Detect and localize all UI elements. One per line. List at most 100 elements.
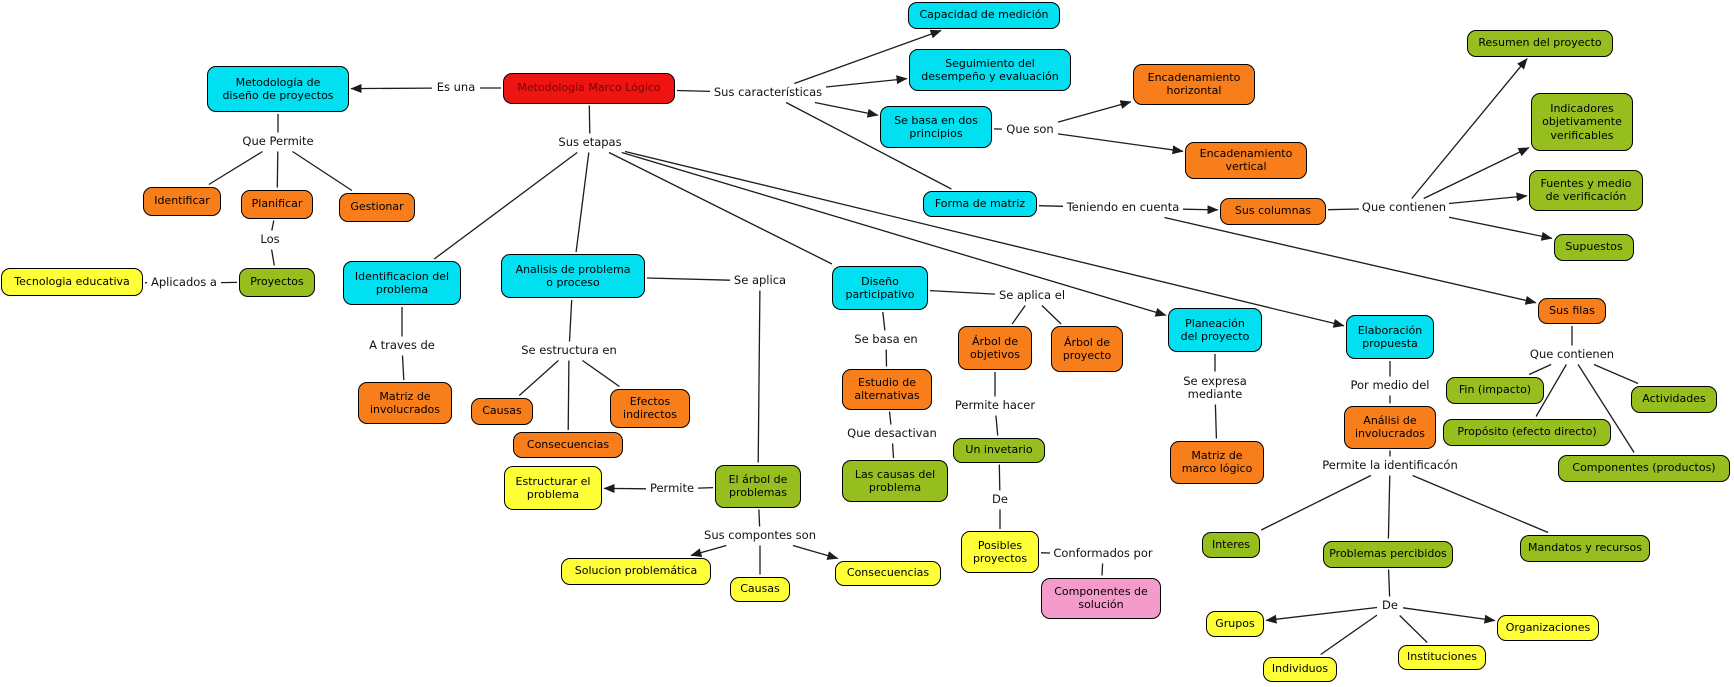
concept-organizaciones[interactable]: Organizaciones — [1497, 615, 1599, 641]
concept-resumen-proyecto[interactable]: Resumen del proyecto — [1467, 29, 1613, 57]
link-sus-caracteristicas[interactable]: Sus características — [712, 86, 824, 101]
concept-capacidad-medicion[interactable]: Capacidad de medición — [908, 1, 1060, 29]
concept-sus-columnas[interactable]: Sus columnas — [1220, 197, 1326, 225]
node-label: Forma de matriz — [934, 197, 1026, 211]
concept-forma-de-matriz[interactable]: Forma de matriz — [923, 191, 1037, 217]
link-que-son[interactable]: Que son — [1004, 123, 1056, 138]
concept-consecuencias-2[interactable]: Consecuencias — [835, 560, 941, 586]
concept-sus-filas[interactable]: Sus filas — [1538, 298, 1606, 324]
concept-interes[interactable]: Interes — [1202, 532, 1260, 558]
concept-un-invetario[interactable]: Un invetario — [953, 437, 1045, 463]
edge-forma-de-matriz-to-teniendo-en-cuenta — [1038, 205, 1064, 207]
concept-fin-impacto[interactable]: Fin (impacto) — [1446, 376, 1544, 404]
link-de-1[interactable]: De — [989, 493, 1011, 508]
link-de-2[interactable]: De — [1379, 599, 1401, 614]
concept-tecnologia-educativa[interactable]: Tecnologia educativa — [1, 268, 143, 296]
node-label: Propósito (efecto directo) — [1457, 425, 1597, 439]
concept-individuos[interactable]: Individuos — [1263, 656, 1337, 682]
concept-metodologia-marco[interactable]: Metodología Marco Lógico — [503, 72, 675, 104]
node-label: Sus columnas — [1234, 204, 1312, 218]
edge-sus-etapas-to-elaboracion-propuesta — [624, 150, 1345, 328]
concept-consecuencias-1[interactable]: Consecuencias — [513, 432, 623, 458]
concept-solucion-problematica[interactable]: Solucion problemática — [561, 557, 711, 585]
link-a-traves-de[interactable]: A traves de — [367, 339, 437, 354]
edge-sus-caracteristicas-to-se-basa-dos-principios — [814, 101, 879, 118]
link-conformados-por[interactable]: Conformados por — [1052, 547, 1154, 562]
concept-gestionar[interactable]: Gestionar — [339, 192, 415, 222]
edge-de-2-to-grupos — [1265, 606, 1378, 624]
node-label: Conformados por — [1053, 546, 1153, 561]
node-label: Capacidad de medición — [919, 8, 1049, 22]
concept-proyectos[interactable]: Proyectos — [239, 267, 315, 297]
link-se-aplica-el[interactable]: Se aplica el — [997, 289, 1067, 304]
link-es-una[interactable]: Es una — [434, 81, 478, 96]
link-teniendo-en-cuenta[interactable]: Teniendo en cuenta — [1065, 201, 1181, 216]
link-que-contienen-1[interactable]: Que contienen — [1361, 201, 1447, 216]
link-que-desactivan[interactable]: Que desactivan — [846, 427, 938, 442]
edge-se-expresa-mediante-to-matriz-marco-logico — [1214, 404, 1218, 439]
concept-identificar[interactable]: Identificar — [143, 186, 221, 216]
link-que-permite[interactable]: Que Permite — [240, 135, 316, 150]
edge-que-permite-to-planificar — [276, 151, 279, 188]
link-sus-etapas[interactable]: Sus etapas — [557, 136, 623, 151]
link-permite[interactable]: Permite — [648, 482, 696, 497]
link-permite-hacer[interactable]: Permite hacer — [953, 399, 1037, 414]
node-label: Instituciones — [1407, 650, 1477, 664]
link-se-basa-en[interactable]: Se basa en — [853, 333, 919, 348]
concept-supuestos[interactable]: Supuestos — [1554, 233, 1634, 261]
node-label: Que contienen — [1529, 347, 1615, 362]
edge-sus-etapas-to-planeacion-proyecto — [621, 151, 1167, 317]
concept-planificar[interactable]: Planificar — [241, 189, 313, 219]
concept-actividades[interactable]: Actividades — [1631, 385, 1717, 413]
node-label: Individuos — [1271, 662, 1329, 676]
concept-causas-1[interactable]: Causas — [471, 397, 533, 425]
node-label: De — [1382, 598, 1398, 613]
node-label: Se aplica el — [998, 288, 1066, 303]
concept-proposito-efecto[interactable]: Propósito (efecto directo) — [1443, 418, 1611, 446]
concept-componentes-productos[interactable]: Componentes (productos) — [1558, 454, 1730, 482]
edge-permite-identificacion-to-problemas-percibidos — [1387, 475, 1391, 539]
link-permite-identificacion[interactable]: Permite la identificacón — [1320, 459, 1460, 474]
link-se-aplica[interactable]: Se aplica — [732, 274, 788, 289]
concept-grupos[interactable]: Grupos — [1206, 611, 1264, 637]
link-que-contienen-2[interactable]: Que contienen — [1529, 348, 1615, 363]
concept-causas-2[interactable]: Causas — [730, 576, 790, 602]
link-por-medio-del[interactable]: Por medio del — [1349, 379, 1431, 394]
link-se-estructura-en[interactable]: Se estructura en — [519, 344, 619, 359]
link-sus-compontes-son[interactable]: Sus compontes son — [704, 529, 816, 544]
concept-instituciones[interactable]: Instituciones — [1398, 644, 1486, 670]
concept-mandatos-recursos[interactable]: Mandatos y recursos — [1520, 534, 1650, 562]
edge-analisis-problema-to-se-estructura-en — [568, 299, 573, 342]
link-aplicados-a[interactable]: Aplicados a — [149, 276, 219, 291]
link-los[interactable]: Los — [257, 233, 283, 248]
concept-problemas-percibidos[interactable]: Problemas percibidos — [1323, 540, 1453, 568]
